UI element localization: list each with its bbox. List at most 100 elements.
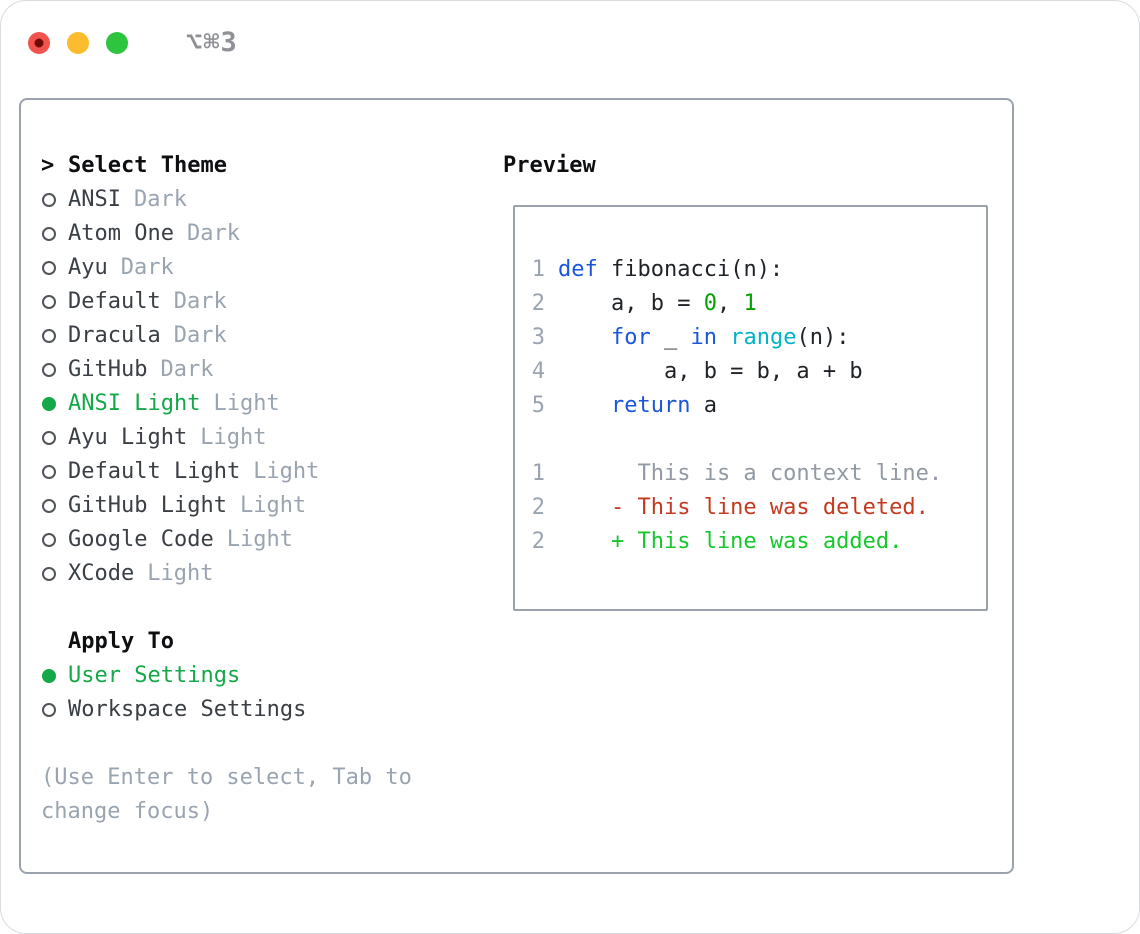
radio-icon [42, 295, 56, 309]
apply-to-header: Apply To [41, 625, 487, 659]
variant-badge: Dark [173, 323, 227, 348]
close-button[interactable] [28, 31, 50, 54]
code-segment-kw: in [690, 325, 717, 350]
code-segment-fg [717, 321, 730, 355]
theme-option-ansi[interactable]: ANSI Dark [41, 183, 487, 217]
variant-badge: Dark [133, 187, 187, 212]
variant-badge: Light [253, 459, 320, 484]
theme-option-label: Atom One [68, 221, 174, 246]
apply-option-user-settings[interactable]: User Settings [41, 659, 487, 693]
apply-option-workspace-settings[interactable]: Workspace Settings [41, 693, 487, 727]
line-number: 2 [531, 529, 545, 554]
radio-icon [42, 363, 56, 377]
radio-slot [41, 329, 68, 343]
theme-option-label: ANSI [68, 187, 121, 212]
theme-option-dracula[interactable]: Dracula Dark [41, 319, 487, 353]
gap [41, 591, 487, 625]
code-line: 2 - This line was deleted. [531, 491, 986, 525]
radio-selected-icon [42, 669, 56, 683]
radio-icon [42, 261, 56, 275]
code-line: 4 a, b = b, a + b [531, 355, 986, 389]
code-segment-ctx: This is a context line. [558, 461, 943, 486]
radio-slot [41, 703, 68, 717]
theme-option-label: Dracula [68, 323, 161, 348]
code-line: 3 for _ in range(n): [531, 321, 986, 355]
radio-slot [41, 465, 68, 479]
minimize-button[interactable] [67, 31, 89, 54]
apply-option-label: User Settings [68, 663, 241, 688]
radio-slot [41, 567, 68, 581]
line-number: 4 [531, 359, 545, 384]
zoom-button[interactable] [106, 31, 128, 54]
code-segment-del: - This line was deleted. [558, 495, 929, 520]
radio-icon [42, 499, 56, 513]
theme-option-xcode[interactable]: XCode Light [41, 557, 487, 591]
code-line: 2 + This line was added. [531, 525, 986, 559]
code-segment-fg: a, b = [558, 291, 704, 316]
radio-icon [42, 533, 56, 547]
code-segment-kw: return [610, 393, 691, 418]
theme-option-label: XCode [68, 561, 135, 586]
radio-icon [42, 567, 56, 581]
hint-text: (Use Enter to select, Tab to change focu… [41, 765, 412, 824]
variant-badge: Light [147, 561, 214, 586]
code-segment-kw: def [558, 257, 598, 282]
apply-to-title: Apply To [68, 629, 174, 654]
theme-option-default-light[interactable]: Default Light Light [41, 455, 487, 489]
line-number: 1 [531, 257, 545, 282]
theme-option-label: Google Code [68, 527, 214, 552]
radio-icon [42, 703, 56, 717]
theme-option-atom-one[interactable]: Atom One Dark [41, 217, 487, 251]
line-number [531, 423, 545, 457]
line-number: 1 [531, 461, 545, 486]
theme-option-label: GitHub [68, 357, 148, 382]
select-theme-title: Select Theme [68, 153, 227, 178]
code-segment-fn: range [730, 325, 797, 350]
variant-badge: Light [239, 493, 307, 518]
theme-option-github[interactable]: GitHub Dark [41, 353, 487, 387]
code-segment-fg: _ [650, 325, 691, 350]
titlebar: ⌥⌘3 [28, 27, 238, 58]
radio-slot [41, 669, 68, 683]
theme-option-label: Ayu [68, 255, 108, 280]
radio-icon [42, 431, 56, 445]
code-line [531, 423, 986, 457]
radio-slot [41, 227, 68, 241]
line-number: 2 [531, 495, 545, 520]
code-segment-num: 0 [703, 291, 717, 316]
radio-icon [42, 465, 56, 479]
theme-option-label: GitHub Light [68, 493, 227, 518]
variant-badge: Dark [186, 221, 240, 246]
code-segment-fg [558, 321, 611, 355]
preview-title: Preview [503, 153, 596, 178]
code-segment-fg: a [690, 393, 717, 418]
radio-slot [41, 499, 68, 513]
theme-option-label: Default Light [68, 459, 241, 484]
radio-slot [41, 431, 68, 445]
line-number: 3 [531, 325, 545, 350]
focus-caret-icon: > [41, 153, 55, 178]
code-line: 5 return a [531, 389, 986, 423]
code-segment-num: 1 [743, 291, 757, 316]
variant-badge: Dark [173, 289, 227, 314]
variant-badge: Light [213, 391, 280, 416]
code-line: 2 a, b = 0, 1 [531, 287, 986, 321]
theme-option-github-light[interactable]: GitHub Light Light [41, 489, 487, 523]
radio-icon [42, 227, 56, 241]
code-segment-kw: for [610, 325, 651, 350]
radio-slot [41, 363, 68, 377]
code-segment-fg: (n): [796, 325, 850, 350]
variant-badge: Dark [160, 357, 214, 382]
